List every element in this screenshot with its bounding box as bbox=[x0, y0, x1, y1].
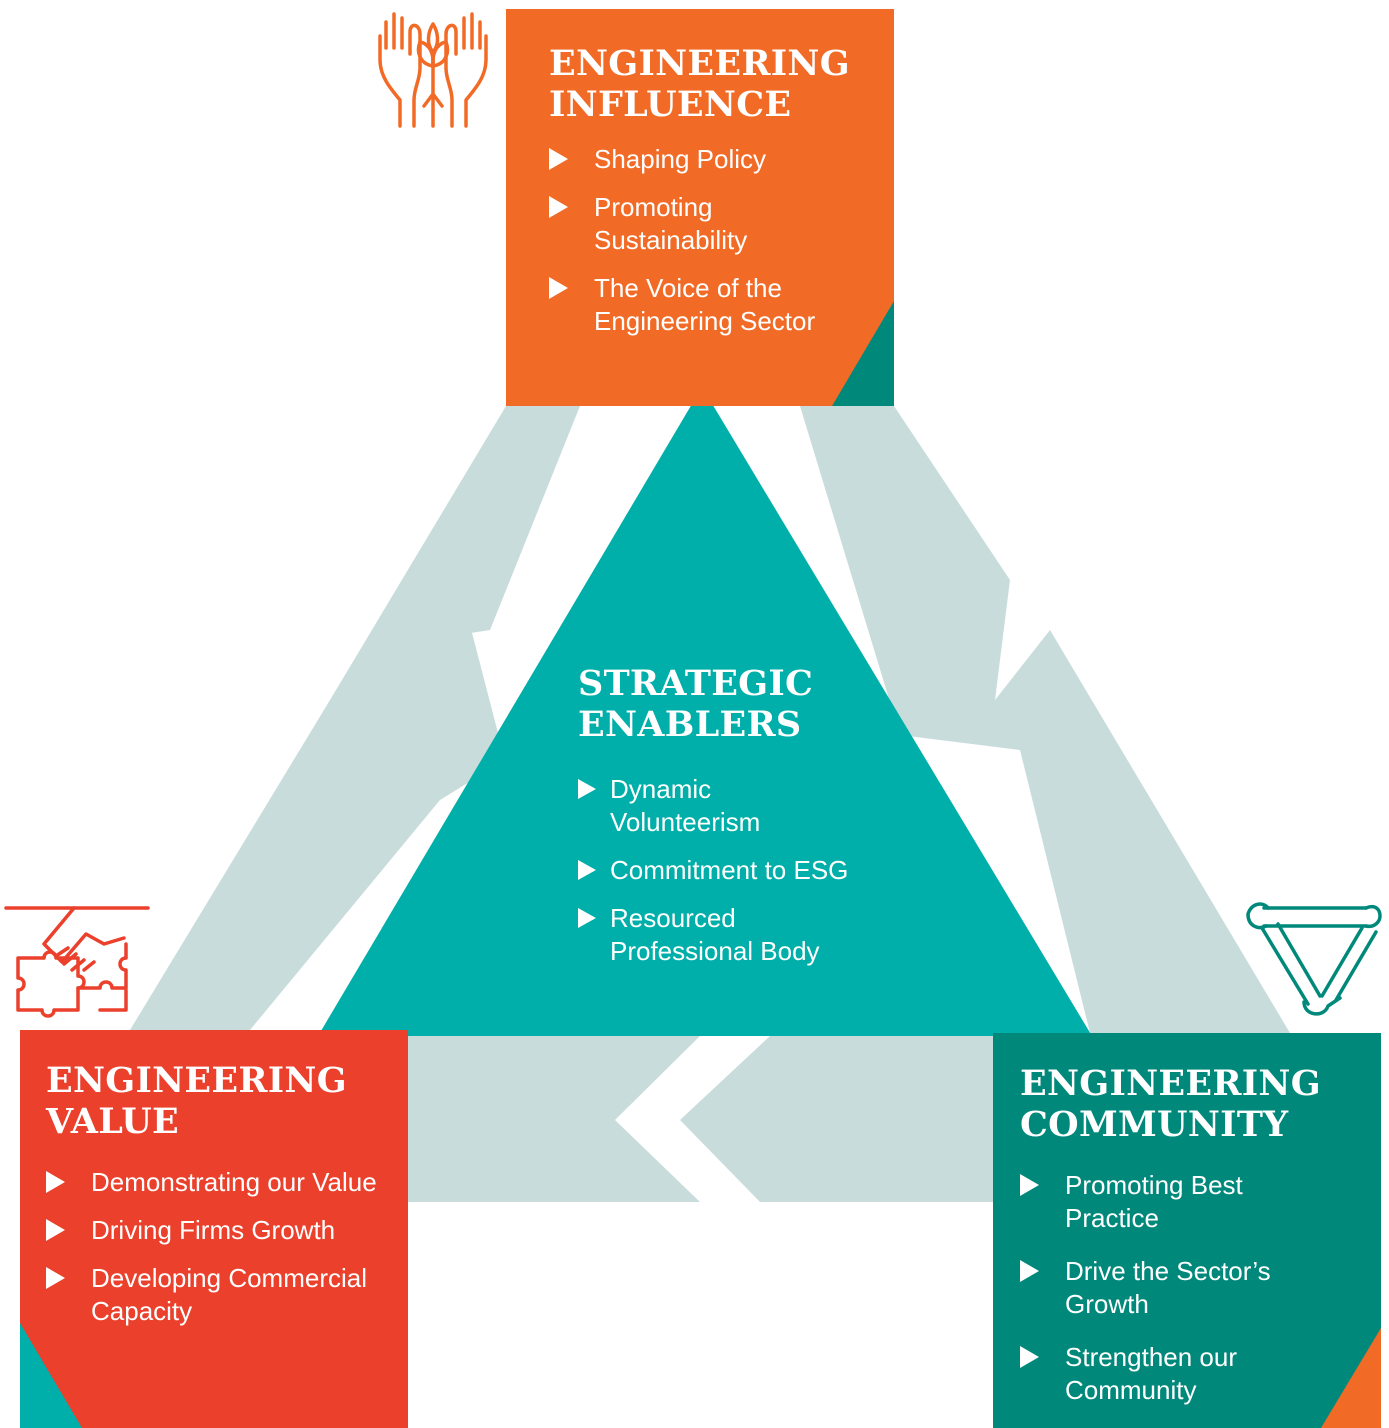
enabler-item-text: Resourced Professional Body bbox=[610, 903, 820, 966]
engineering-influence-panel: ENGINEERING INFLUENCE Shaping Policy Pro… bbox=[506, 9, 894, 406]
value-item-text: Driving Firms Growth bbox=[91, 1215, 336, 1245]
play-bullet-icon bbox=[1020, 1260, 1039, 1282]
influence-item-text: Shaping Policy bbox=[594, 144, 766, 174]
value-item-text: Demonstrating our Value bbox=[91, 1167, 377, 1197]
influence-item: The Voice of the Engineering Sector bbox=[549, 272, 844, 338]
enabler-item: Resourced Professional Body bbox=[578, 902, 860, 968]
strategic-enablers: STRATEGIC ENABLERS Dynamic Volunteerism … bbox=[578, 663, 898, 983]
community-item: Drive the Sector’s Growth bbox=[1020, 1255, 1325, 1321]
play-bullet-icon bbox=[549, 196, 568, 218]
play-bullet-icon bbox=[549, 148, 568, 170]
enablers-title-line2: ENABLERS bbox=[578, 704, 802, 745]
handshake-puzzle-icon bbox=[4, 906, 150, 1018]
influence-title-line1: ENGINEERING bbox=[549, 43, 850, 84]
arrow-bottom-side bbox=[408, 1036, 993, 1202]
enablers-title: STRATEGIC ENABLERS bbox=[578, 663, 898, 745]
influence-item: Promoting Sustainability bbox=[549, 191, 774, 257]
play-bullet-icon bbox=[46, 1171, 65, 1193]
corner-accent bbox=[20, 1323, 82, 1428]
value-title-line2: VALUE bbox=[46, 1101, 179, 1142]
influence-title-line2: INFLUENCE bbox=[549, 84, 792, 125]
value-item: Driving Firms Growth bbox=[46, 1214, 408, 1247]
community-item-text: Promoting Best Practice bbox=[1065, 1170, 1243, 1233]
play-bullet-icon bbox=[1020, 1174, 1039, 1196]
corner-accent bbox=[832, 301, 894, 406]
center-triangle bbox=[318, 387, 1092, 1036]
community-list: Promoting Best Practice Drive the Sector… bbox=[1020, 1169, 1381, 1407]
enabler-item-text: Dynamic Volunteerism bbox=[610, 774, 761, 837]
influence-item-text: The Voice of the Engineering Sector bbox=[594, 273, 816, 336]
community-item: Strengthen our Community bbox=[1020, 1341, 1315, 1407]
play-bullet-icon bbox=[46, 1267, 65, 1289]
arrow-left-side bbox=[130, 406, 580, 1030]
influence-item: Shaping Policy bbox=[549, 143, 894, 176]
enablers-title-line1: STRATEGIC bbox=[578, 663, 814, 704]
value-title-line1: ENGINEERING bbox=[46, 1060, 347, 1101]
value-title: ENGINEERING VALUE bbox=[46, 1060, 408, 1142]
value-item-text: Developing Commercial Capacity bbox=[91, 1263, 367, 1326]
play-bullet-icon bbox=[549, 277, 568, 299]
community-title: ENGINEERING COMMUNITY bbox=[1020, 1063, 1381, 1145]
influence-title: ENGINEERING INFLUENCE bbox=[549, 43, 894, 125]
play-bullet-icon bbox=[578, 779, 596, 799]
play-bullet-icon bbox=[578, 908, 596, 928]
engineering-value-panel: ENGINEERING VALUE Demonstrating our Valu… bbox=[20, 1030, 408, 1428]
enabler-item-text: Commitment to ESG bbox=[610, 855, 849, 885]
community-item: Promoting Best Practice bbox=[1020, 1169, 1315, 1235]
influence-list: Shaping Policy Promoting Sustainability … bbox=[549, 143, 894, 338]
community-title-line1: ENGINEERING bbox=[1020, 1063, 1321, 1104]
play-bullet-icon bbox=[578, 860, 596, 880]
value-item: Developing Commercial Capacity bbox=[46, 1262, 408, 1328]
play-bullet-icon bbox=[1020, 1346, 1039, 1368]
play-bullet-icon bbox=[46, 1219, 65, 1241]
community-item-text: Strengthen our Community bbox=[1065, 1342, 1238, 1405]
arrow-right-side bbox=[800, 406, 1290, 1033]
enabler-item: Commitment to ESG bbox=[578, 854, 910, 887]
linked-arms-triangle-icon bbox=[1246, 902, 1382, 1016]
enabler-item: Dynamic Volunteerism bbox=[578, 773, 790, 839]
influence-item-text: Promoting Sustainability bbox=[594, 192, 748, 255]
value-item: Demonstrating our Value bbox=[46, 1166, 381, 1199]
community-title-line2: COMMUNITY bbox=[1020, 1104, 1289, 1145]
enablers-list: Dynamic Volunteerism Commitment to ESG R… bbox=[578, 773, 898, 968]
corner-accent bbox=[1321, 1328, 1381, 1428]
hands-with-plant-icon bbox=[378, 12, 488, 128]
engineering-community-panel: ENGINEERING COMMUNITY Promoting Best Pra… bbox=[993, 1033, 1381, 1428]
value-list: Demonstrating our Value Driving Firms Gr… bbox=[46, 1166, 408, 1328]
community-item-text: Drive the Sector’s Growth bbox=[1065, 1256, 1271, 1319]
